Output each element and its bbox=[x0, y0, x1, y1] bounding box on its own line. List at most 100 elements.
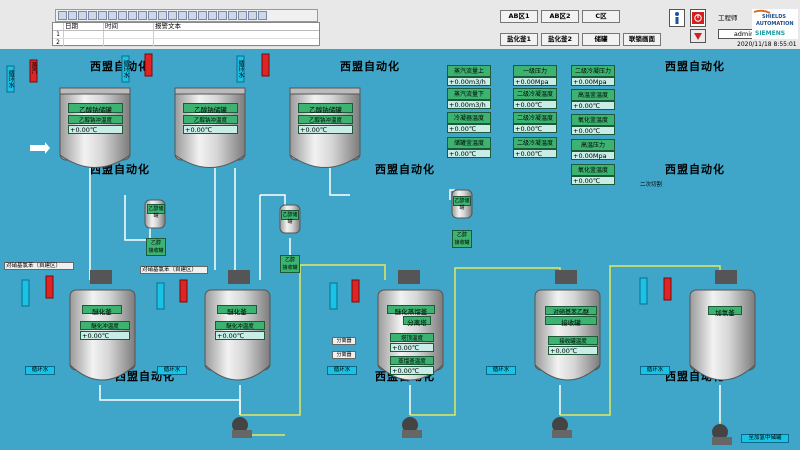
info-icon[interactable] bbox=[258, 11, 267, 20]
reactor-2-temp: +0.00℃ bbox=[215, 331, 265, 340]
print-icon[interactable] bbox=[158, 11, 167, 20]
stage2-cond-pressure-label: 二级冷凝压力 bbox=[571, 65, 615, 77]
transfer-pipes bbox=[240, 264, 721, 436]
stage2-cond-temp-2: +0.00℃ bbox=[513, 124, 557, 133]
stage2-cond-temp-3-label: 二级冷凝温度 bbox=[513, 137, 557, 149]
sort-icon[interactable] bbox=[108, 11, 117, 20]
condenser-temp: +0.00℃ bbox=[447, 124, 491, 133]
svg-text:西盟自动化: 西盟自动化 bbox=[90, 59, 150, 73]
side-arrows bbox=[6, 53, 672, 310]
ethanol-receiver-3: 乙醇 接收罐 bbox=[452, 230, 472, 248]
settings-icon[interactable] bbox=[248, 11, 257, 20]
ethanol-receiver-1: 乙醇 接收罐 bbox=[146, 238, 166, 256]
info-button[interactable] bbox=[669, 9, 685, 27]
reactor-4-sub: 接收罐 bbox=[545, 316, 597, 327]
reactor-5[interactable] bbox=[689, 270, 756, 381]
top-tank-3-title: 乙醇钠储罐 bbox=[298, 103, 353, 114]
nav-hs1-button[interactable]: 盐化釜1 bbox=[500, 33, 538, 46]
stage2-cond-temp-2-label: 二级冷凝温度 bbox=[513, 112, 557, 124]
nav-link-button[interactable]: 联锁画面 bbox=[623, 33, 661, 46]
last-icon[interactable] bbox=[238, 11, 247, 20]
svg-text:西盟自动化: 西盟自动化 bbox=[665, 59, 725, 73]
stage2-cond-pressure: +0.00Mpa bbox=[571, 77, 615, 86]
green-icon[interactable] bbox=[78, 11, 87, 20]
lock-icon[interactable] bbox=[118, 11, 127, 20]
filter-icon[interactable] bbox=[98, 11, 107, 20]
box-icon[interactable] bbox=[148, 11, 157, 20]
steam-flow-upper: +0.00m3/h bbox=[447, 77, 491, 86]
user-role: 工程师 bbox=[718, 14, 738, 22]
stage1-pressure-label: 一级压力 bbox=[513, 65, 557, 77]
table-row[interactable]: 2 bbox=[53, 39, 319, 47]
doc-icon[interactable] bbox=[178, 11, 187, 20]
reactor-1-temp: +0.00℃ bbox=[80, 331, 130, 340]
svg-text:西盟自动化: 西盟自动化 bbox=[375, 162, 435, 176]
top-tank-3-temp: +0.00℃ bbox=[298, 125, 353, 134]
top-tank-1-title: 乙醇钠储罐 bbox=[68, 103, 123, 114]
steam-flow-upper-label: 蒸汽流量上 bbox=[447, 65, 491, 77]
water-label-1: 循环水 bbox=[7, 70, 14, 88]
top-tank-3-temp-label: 乙醇钠冲温度 bbox=[298, 115, 353, 124]
separator-a: 分离器 bbox=[332, 337, 356, 345]
exit-button[interactable] bbox=[690, 29, 706, 43]
separator-b: 分离器 bbox=[332, 351, 356, 359]
alarm-header: 日期 时间 报警文本 bbox=[53, 23, 319, 31]
power-button[interactable] bbox=[690, 9, 706, 27]
high-pressure-label: 高温压力 bbox=[571, 139, 615, 151]
datetime: 2020/11/18 8:55:01 bbox=[737, 41, 797, 48]
svg-text:西盟自动化: 西盟自动化 bbox=[340, 59, 400, 73]
pump-4[interactable] bbox=[712, 424, 732, 445]
water-label-3: 循环水 bbox=[237, 60, 244, 78]
pump-1[interactable] bbox=[232, 417, 252, 438]
high-temp-label: 高温釜温度 bbox=[571, 89, 615, 101]
nav-ab1-button[interactable]: AB区1 bbox=[500, 10, 538, 23]
stage2-cond-temp-1: +0.00℃ bbox=[513, 100, 557, 109]
reactor-3-top-temp: +0.00℃ bbox=[390, 343, 434, 352]
svg-text:西盟自动化: 西盟自动化 bbox=[665, 162, 725, 176]
water-inlet-1: 循环水 bbox=[25, 366, 55, 375]
shields-logo-icon: SHIELDS AUTOMATION SIEMENS bbox=[753, 9, 794, 37]
grid-icon[interactable] bbox=[198, 11, 207, 20]
pump-2[interactable] bbox=[402, 417, 422, 438]
oxidation-temp-1-label: 氧化釜温度 bbox=[571, 114, 615, 126]
nav-c-button[interactable]: C区 bbox=[582, 10, 620, 23]
top-bar: 日期 时间 报警文本 1 2 AB区1 AB区2 C区 盐化釜1 盐化釜2 储罐… bbox=[0, 0, 800, 50]
help-icon[interactable] bbox=[58, 11, 67, 20]
stage2-cond-temp-1-label: 二级冷凝温度 bbox=[513, 88, 557, 100]
ack-icon[interactable] bbox=[68, 11, 77, 20]
oxidation-temp-1: +0.00℃ bbox=[571, 126, 615, 135]
first-icon[interactable] bbox=[208, 11, 217, 20]
oxidation-temp-2: +0.00℃ bbox=[571, 176, 615, 185]
water-inlet-3: 循环水 bbox=[327, 366, 357, 375]
nav-ab2-button[interactable]: AB区2 bbox=[541, 10, 579, 23]
top-tank-1-temp-label: 乙醇钠冲温度 bbox=[68, 115, 123, 124]
reactor-3-still-temp: +0.00℃ bbox=[390, 366, 434, 375]
export-icon[interactable] bbox=[168, 11, 177, 20]
water-inlet-5: 循环水 bbox=[640, 366, 670, 375]
mark-icon[interactable] bbox=[188, 11, 197, 20]
nav-hs2-button[interactable]: 盐化釜2 bbox=[541, 33, 579, 46]
svg-text:SHIELDS: SHIELDS bbox=[762, 14, 786, 20]
list-icon[interactable] bbox=[88, 11, 97, 20]
steam-label-1: 蒸汽 bbox=[30, 62, 37, 74]
reactor-5-title: 加氢釜 bbox=[708, 306, 742, 317]
top-tank-2-temp-label: 乙醇钠冲温度 bbox=[183, 115, 238, 124]
prev-icon[interactable] bbox=[218, 11, 227, 20]
reactor-1-temp-label: 醚化冲温度 bbox=[80, 321, 130, 330]
table-row[interactable]: 1 bbox=[53, 31, 319, 39]
reactor-4-title: 对硝基苯乙醚 bbox=[545, 306, 597, 316]
arrow-icon[interactable] bbox=[128, 11, 137, 20]
exit-arrow-icon bbox=[694, 33, 702, 40]
col-time: 时间 bbox=[104, 23, 154, 30]
reactor-3-sub: 分离塔 bbox=[403, 316, 431, 327]
nav-storage-button[interactable]: 储罐 bbox=[582, 33, 620, 46]
window-icon[interactable] bbox=[138, 11, 147, 20]
pump-3[interactable] bbox=[552, 417, 572, 438]
small-tank-3-title: 乙醇储罐 bbox=[453, 196, 471, 211]
reactor-2-temp-label: 醚化冲温度 bbox=[215, 321, 265, 330]
reactor-4-temp: +0.00℃ bbox=[548, 346, 598, 355]
steam-flow-lower: +0.00m3/h bbox=[447, 100, 491, 109]
storage-temp: +0.00℃ bbox=[447, 149, 491, 158]
next-icon[interactable] bbox=[228, 11, 237, 20]
stage1-pressure: +0.00Mpa bbox=[513, 77, 557, 86]
